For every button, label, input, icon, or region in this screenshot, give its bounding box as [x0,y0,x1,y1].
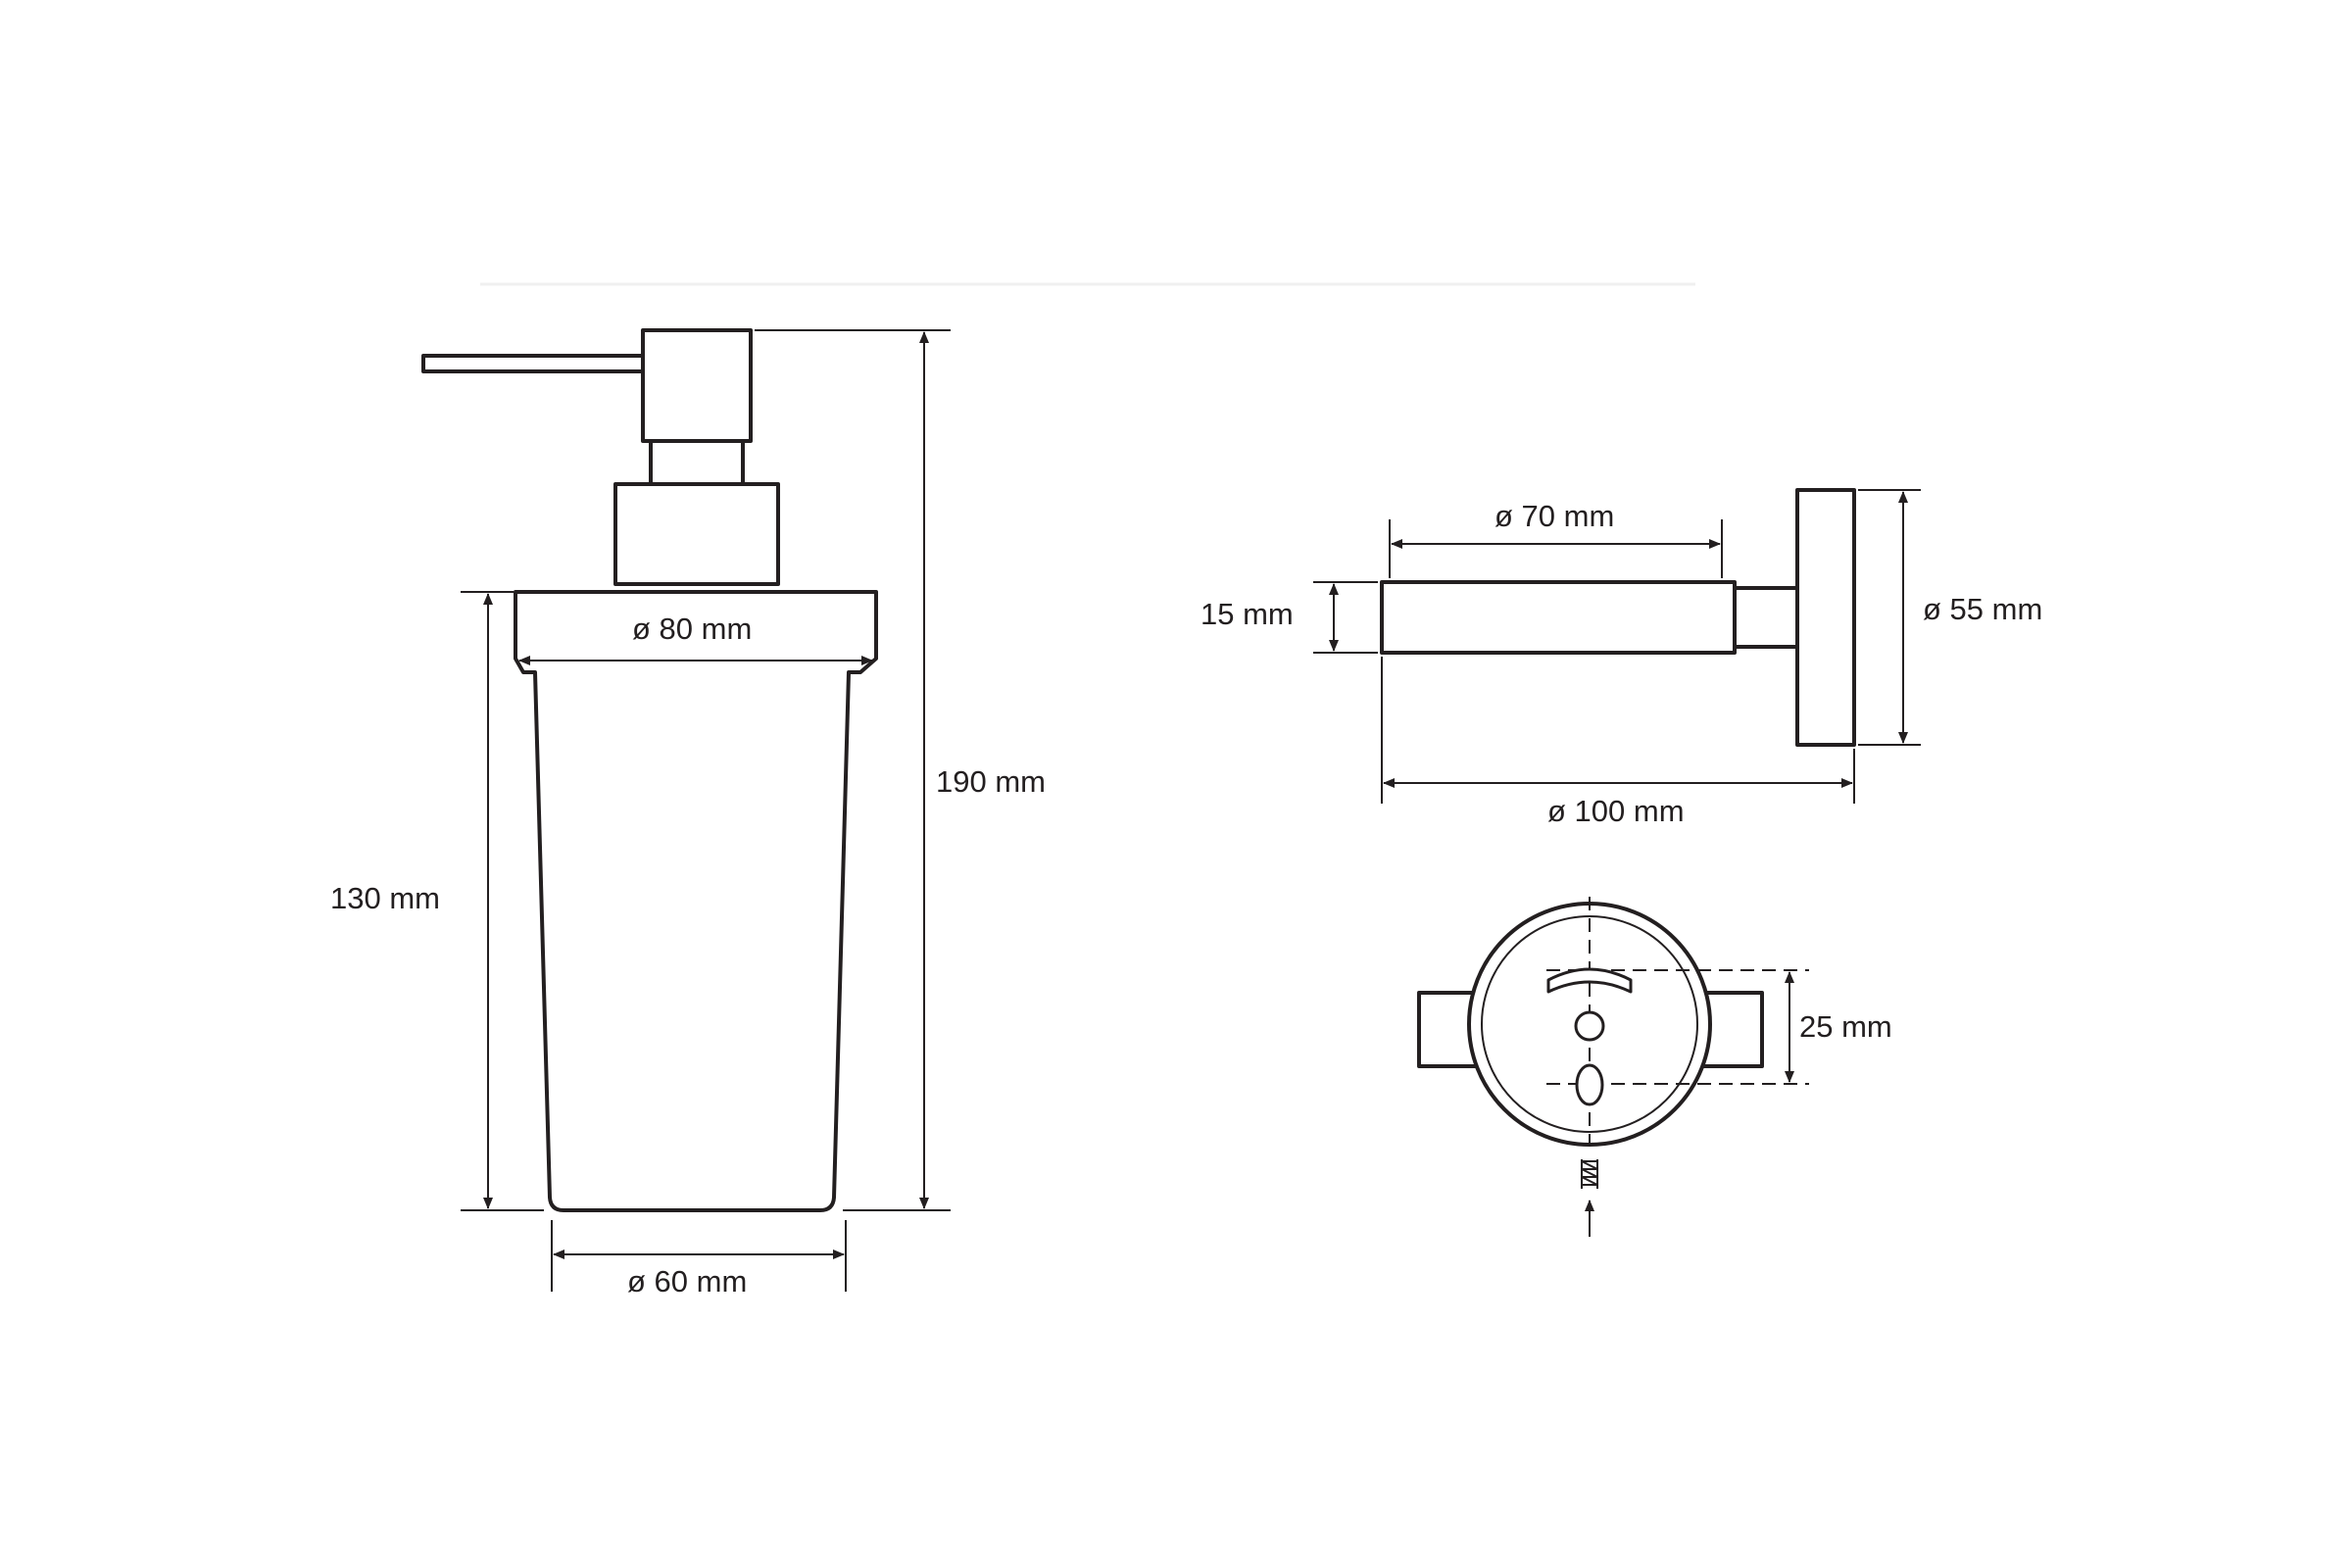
soap-dispenser-drawing: 190 mm 130 mm ø 80 mm ø 60 mm [330,328,1046,1298]
dim-height-container: 130 mm [330,881,440,915]
mount-round-hole [1574,1010,1605,1042]
dim-arm-length: ø 70 mm [1494,499,1614,533]
dim-width-bottom: ø 60 mm [627,1264,747,1298]
wall-mount-front-drawing: 25 mm [1417,897,1892,1237]
holder-arm [1380,580,1737,655]
mount-plate-inner [1481,915,1698,1133]
dispenser-container [514,590,878,1212]
holder-neck [1733,586,1799,649]
dispenser-collar [613,482,780,586]
dim-total-length: ø 100 mm [1547,794,1685,828]
dim-hole-spacing: 25 mm [1799,1009,1892,1044]
dim-arm-thickness: 15 mm [1200,597,1294,631]
dispenser-pump-head [641,328,753,443]
dispenser-spout [421,354,647,373]
dim-plate-height: ø 55 mm [1923,592,2042,626]
mount-keyhole-slot [1575,1063,1604,1106]
dispenser-pump-stem [649,439,745,486]
mount-set-screw [1581,1159,1598,1189]
wall-holder-side-drawing: ø 70 mm 15 mm ø 55 mm ø 100 mm [1200,488,2042,828]
holder-wall-plate [1795,488,1856,747]
dim-width-top: ø 80 mm [632,612,752,646]
dim-height-total: 190 mm [936,764,1046,799]
mount-arc-slot [1546,967,1633,994]
